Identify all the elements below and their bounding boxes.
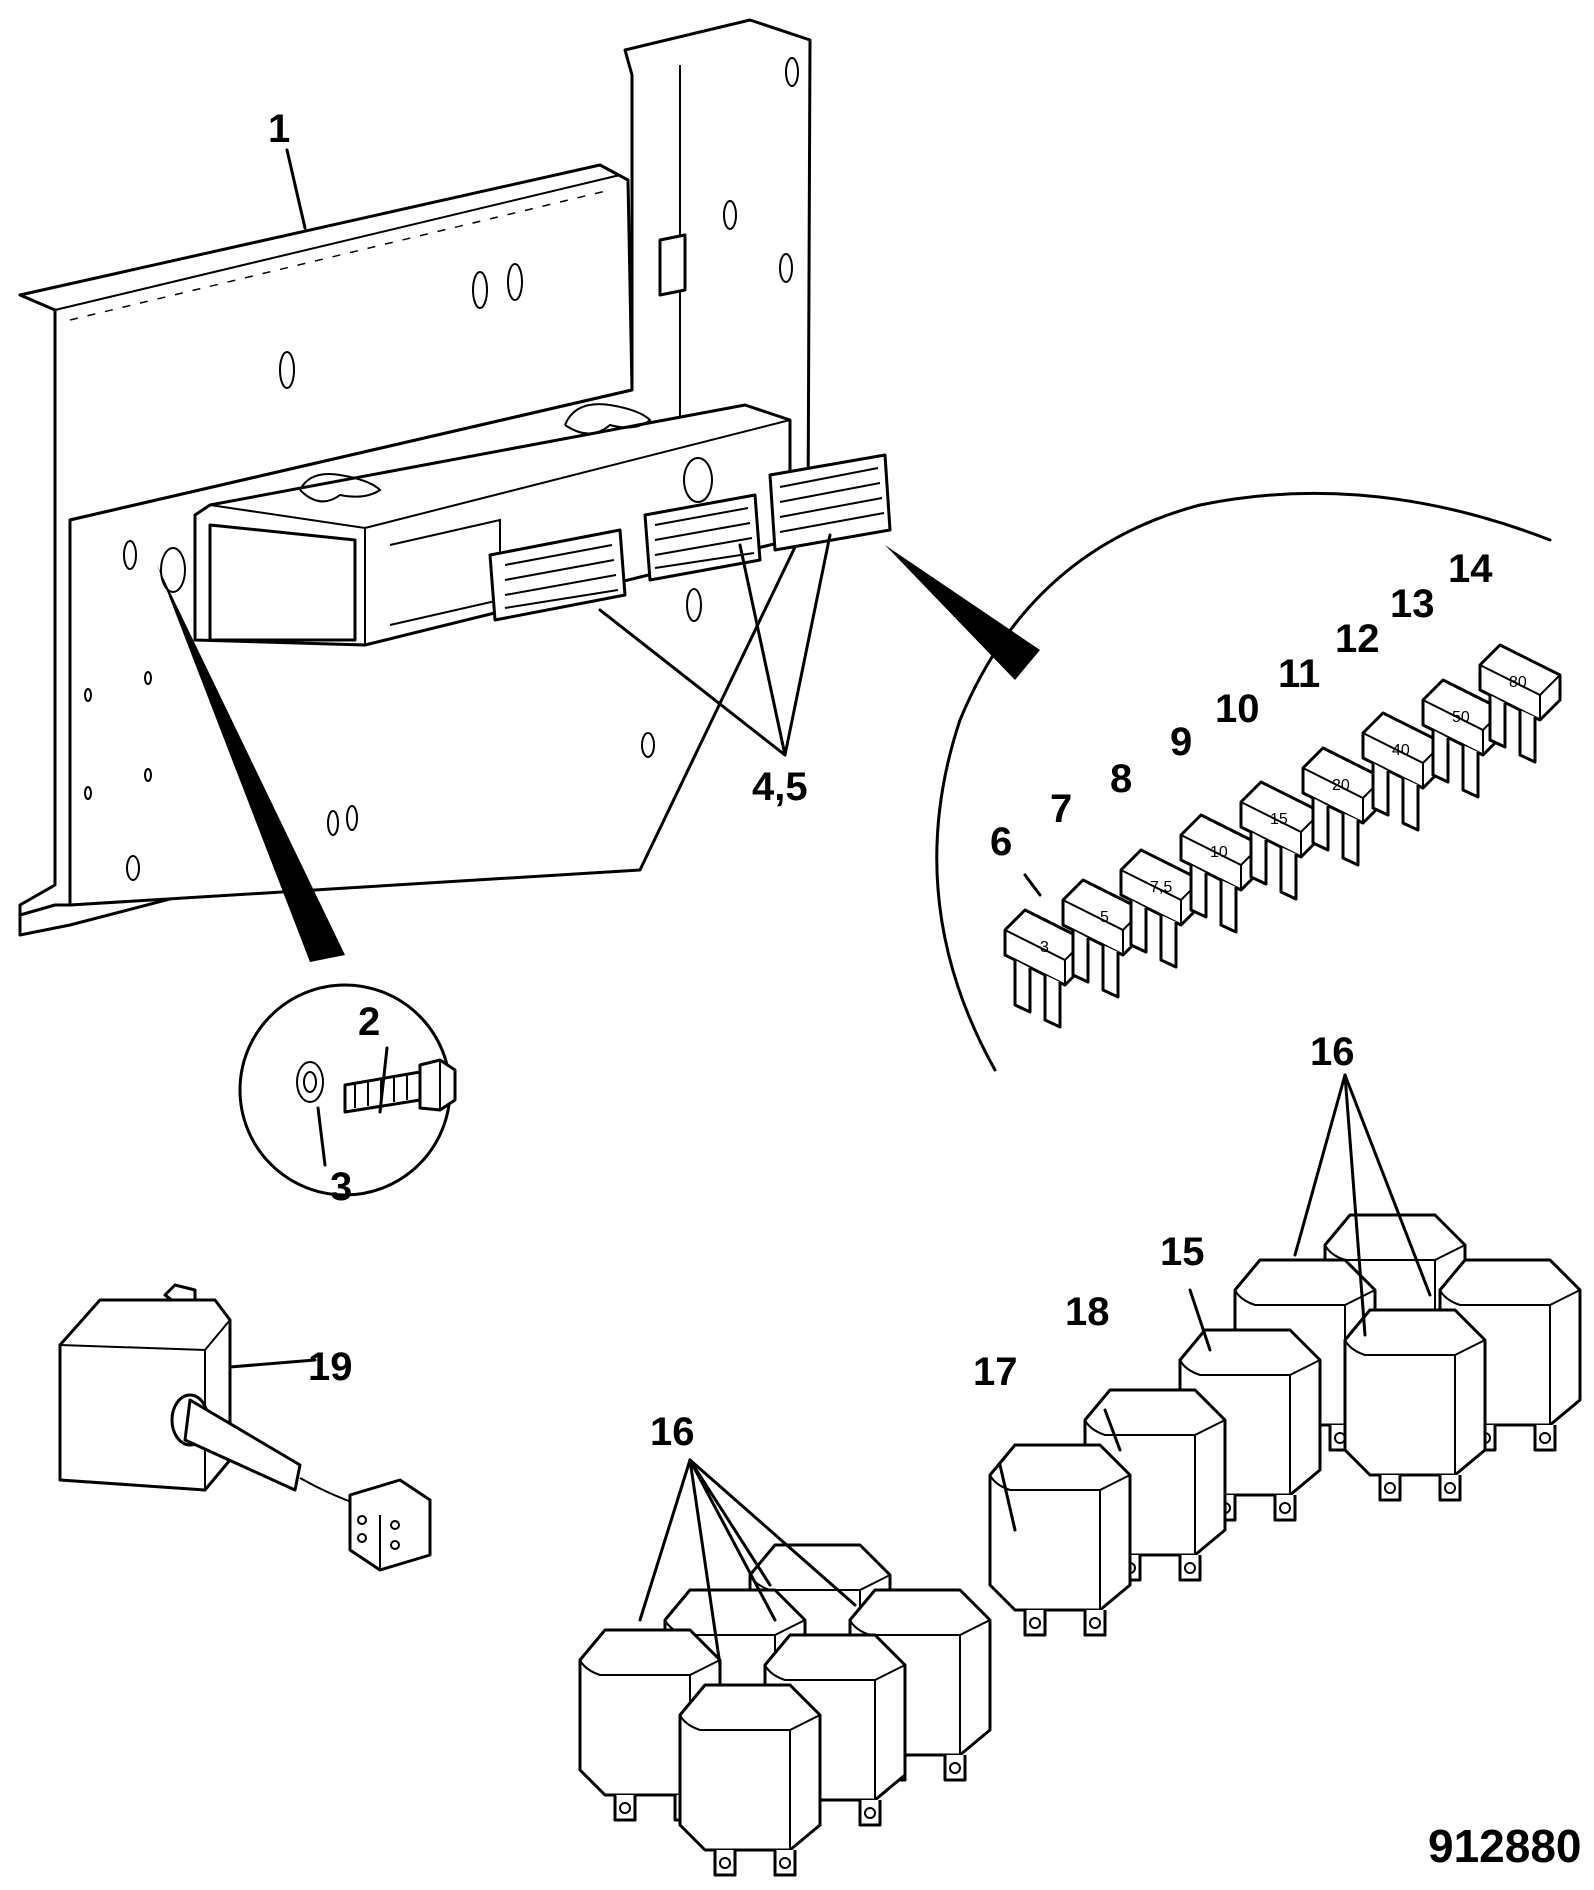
callout-19: 19: [308, 1345, 353, 1389]
relay-with-harness: [58, 1283, 432, 1572]
callout-9: 9: [1170, 720, 1192, 764]
callout-10: 10: [1215, 687, 1260, 731]
relay-row-right: [988, 1213, 1582, 1637]
callout-4-5: 4,5: [752, 765, 808, 809]
callout-7: 7: [1050, 787, 1072, 831]
callout-11: 11: [1278, 652, 1320, 696]
svg-text:5: 5: [1100, 909, 1109, 926]
svg-text:15: 15: [1270, 811, 1288, 828]
callout-15: 15: [1160, 1230, 1205, 1274]
callout-17: 17: [973, 1350, 1018, 1394]
fuse-rating-10: 10: [1179, 813, 1263, 934]
callout-2: 2: [358, 1000, 380, 1044]
fuse-rating-50: 50: [1421, 678, 1505, 799]
figure-reference: 912880: [1428, 1820, 1582, 1872]
callout-14: 14: [1448, 547, 1493, 591]
callout-8: 8: [1110, 757, 1132, 801]
connector-right: [768, 453, 892, 552]
connector-left: [488, 528, 627, 622]
fuse-detail: 3 5 7,5 10 15 20 40 50: [885, 491, 1562, 1072]
svg-text:50: 50: [1452, 709, 1470, 726]
callout-labels: 1 4,5 2 3 6 7 8 9 10 11 12 13 14 16 15 1…: [268, 107, 1493, 1454]
fuse-rating-40: 40: [1361, 711, 1445, 832]
callout-6: 6: [990, 820, 1012, 864]
relay-group-lower: [578, 1543, 992, 1877]
svg-text:40: 40: [1392, 742, 1410, 759]
callout-3: 3: [330, 1165, 352, 1209]
fuse-rating-15: 15: [1239, 780, 1323, 901]
callout-1: 1: [268, 107, 290, 151]
svg-text:10: 10: [1210, 844, 1228, 861]
connector-middle: [643, 493, 762, 582]
leader-lines: [228, 148, 1432, 1667]
fuse-rating-5: 5: [1061, 878, 1145, 999]
callout-12: 12: [1335, 617, 1380, 661]
callout-18: 18: [1065, 1290, 1110, 1334]
svg-text:3: 3: [1040, 939, 1049, 956]
fuse-rating-3: 3: [1003, 908, 1087, 1029]
svg-text:20: 20: [1332, 777, 1350, 794]
callout-13: 13: [1390, 582, 1435, 626]
fuse-rating-7-5: 7,5: [1119, 848, 1203, 969]
callout-16-upper: 16: [1310, 1030, 1355, 1074]
callout-16-lower: 16: [650, 1410, 695, 1454]
svg-text:7,5: 7,5: [1150, 879, 1172, 896]
svg-text:80: 80: [1509, 674, 1527, 691]
fuse-rating-80: 80: [1478, 643, 1562, 764]
fuse-rating-20: 20: [1301, 746, 1385, 867]
